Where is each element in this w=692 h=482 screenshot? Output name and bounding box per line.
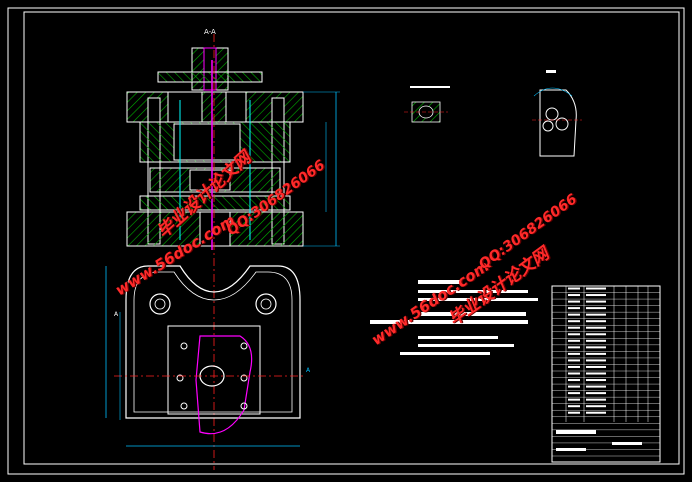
section-view-assembly[interactable]: A-A [126,28,340,470]
parts-list-table[interactable] [551,285,661,463]
table-cell-text [586,320,606,323]
note-line-5 [370,320,528,324]
table-cell-text [568,346,580,349]
screw-3 [176,374,184,382]
part-detail-large[interactable] [532,70,582,157]
table-cell-text [568,405,580,408]
table-cell-text [586,352,606,355]
guide-bush-left-inner [154,298,166,310]
punch-area [173,123,241,161]
lower-plate-gap [199,211,231,247]
table-cell-text [568,398,580,401]
table-cell-text [568,385,580,388]
table-cell-text [586,372,606,375]
table-cell-text [586,398,606,401]
technical-notes [370,280,538,355]
table-cell-text [586,300,606,303]
screw-6 [240,402,248,410]
table-cell-text [568,326,580,329]
title-block-text [556,430,596,434]
upper-plate-gap [167,91,203,123]
table-cell-text [568,352,580,355]
detail-part-2-dim [533,87,573,97]
screw-5 [180,402,188,410]
table-cell-text [568,333,580,336]
note-line-1 [418,280,462,284]
note-line-3 [418,298,538,301]
table-cell-text [568,379,580,382]
table-cell-text [586,346,606,349]
stripper-hole [189,169,231,191]
detail-part-2-circle-3 [542,120,554,132]
guide-bush-right-inner [260,298,272,310]
note-line-7 [418,344,514,347]
table-cell-text [568,300,580,303]
table-cell-text [586,365,606,368]
table-cell-text [586,287,606,290]
table-cell-text [568,339,580,342]
table-cell-text [586,411,606,414]
table-frame [551,285,661,463]
die-plate [139,195,291,211]
screw-1 [180,342,188,350]
outer-border [7,7,685,475]
table-cell-text [586,339,606,342]
table-cell-text [586,392,606,395]
title-block-text [556,448,586,451]
note-line-2 [418,290,528,293]
table-cell-text [568,372,580,375]
section-mark-left: A [114,311,119,318]
table-cell-text [568,359,580,362]
table-cell-text [568,287,580,290]
table-cell-text [568,320,580,323]
title-block-text [612,442,642,445]
plan-view-lower-die[interactable]: A A [105,265,311,447]
table-cell-text [568,392,580,395]
table-cell-text [568,294,580,297]
screw-2 [240,342,248,350]
section-mark-right: A [306,367,311,374]
table-cell-text [586,379,606,382]
table-cell-text [568,411,580,414]
inner-border [23,11,680,465]
part-outline [195,335,253,435]
die-base-outline [125,265,301,419]
table-cell-text [568,365,580,368]
table-cell-text [586,385,606,388]
table-cell-text [586,359,606,362]
table-cell-text [586,307,606,310]
table-cell-text [586,313,606,316]
screw-4 [240,374,248,382]
detail-part-2-circle-1 [545,107,559,121]
table-cell-text [586,405,606,408]
table-cell-text [586,333,606,336]
table-cell-text [586,294,606,297]
die-insert [167,325,261,415]
shank-flange [157,71,263,83]
note-line-6 [418,336,498,339]
guide-bush-right [255,293,277,315]
detail-part-2-circle-2 [555,117,569,131]
detail-title-mark [546,70,556,73]
table-cell-text [586,326,606,329]
section-label: A-A [204,28,216,36]
table-cell-text [568,307,580,310]
note-line-4 [418,312,526,316]
detail-part-2-outline [539,89,577,157]
table-cell-text [568,313,580,316]
upper-plate-gap-2 [225,91,247,123]
die-base-inner [133,271,293,413]
guide-bush-left [149,293,171,315]
part-detail-small[interactable] [404,86,450,123]
note-line-8 [400,352,490,355]
